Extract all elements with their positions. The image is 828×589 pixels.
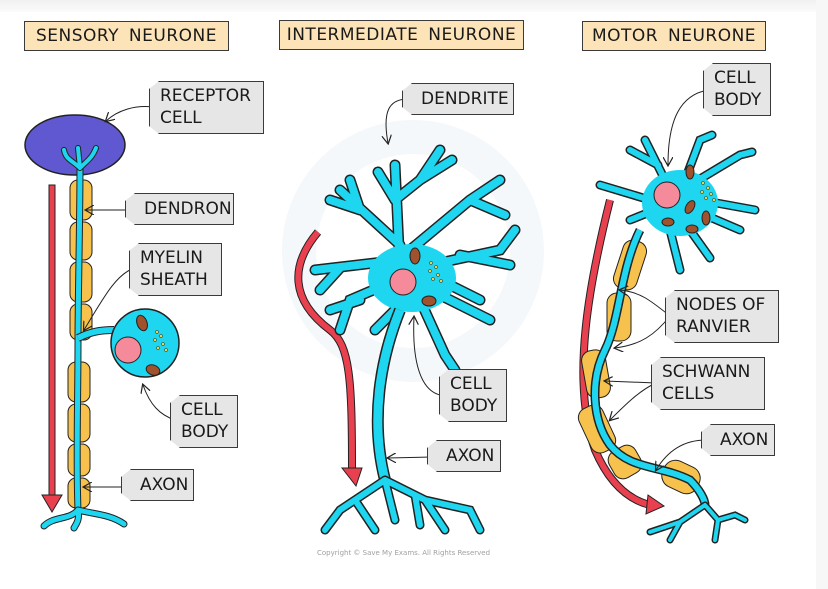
label-schwann-cells: SCHWANN CELLS	[651, 357, 765, 410]
label-dendrite: DENDRITE	[402, 83, 514, 115]
label-intermediate-cell-body: CELL BODY	[439, 369, 507, 422]
label-motor-axon: AXON	[701, 424, 775, 456]
sensory-neurone	[24, 106, 180, 532]
intermediate-neurone-title: INTERMEDIATE NEURONE	[279, 20, 524, 50]
label-dendron: DENDRON	[125, 193, 234, 225]
intermediate-dendrites	[309, 144, 521, 376]
receptor-cell	[24, 114, 126, 176]
label-nodes-of-ranvier: NODES OF RANVIER	[665, 290, 779, 343]
motor-neurone-title: MOTOR NEURONE	[582, 21, 766, 51]
right-band	[816, 0, 828, 589]
intermediate-nucleus	[389, 268, 417, 296]
label-sensory-cell-body: CELL BODY	[170, 395, 238, 448]
label-intermediate-axon: AXON	[427, 440, 501, 472]
label-motor-cell-body: CELL BODY	[703, 63, 771, 116]
sensory-neurone-title: SENSORY NEURONE	[24, 21, 229, 51]
copyright-notice: Copyright © Save My Exams. All Rights Re…	[317, 549, 491, 557]
label-sensory-axon: AXON	[121, 469, 194, 501]
sensory-nucleus	[114, 336, 142, 364]
top-band	[0, 0, 828, 12]
sensory-myelin-sheath	[67, 179, 93, 509]
motor-cell-body	[642, 170, 718, 236]
motor-neurone	[577, 89, 760, 544]
motor-dendrites	[595, 130, 760, 275]
intermediate-neurone	[294, 98, 521, 535]
label-receptor-cell: RECEPTOR CELL	[149, 81, 264, 134]
label-myelin-sheath: MYELIN SHEATH	[129, 243, 222, 296]
motor-nucleus	[653, 181, 681, 209]
sensory-impulse-arrow	[41, 184, 63, 513]
